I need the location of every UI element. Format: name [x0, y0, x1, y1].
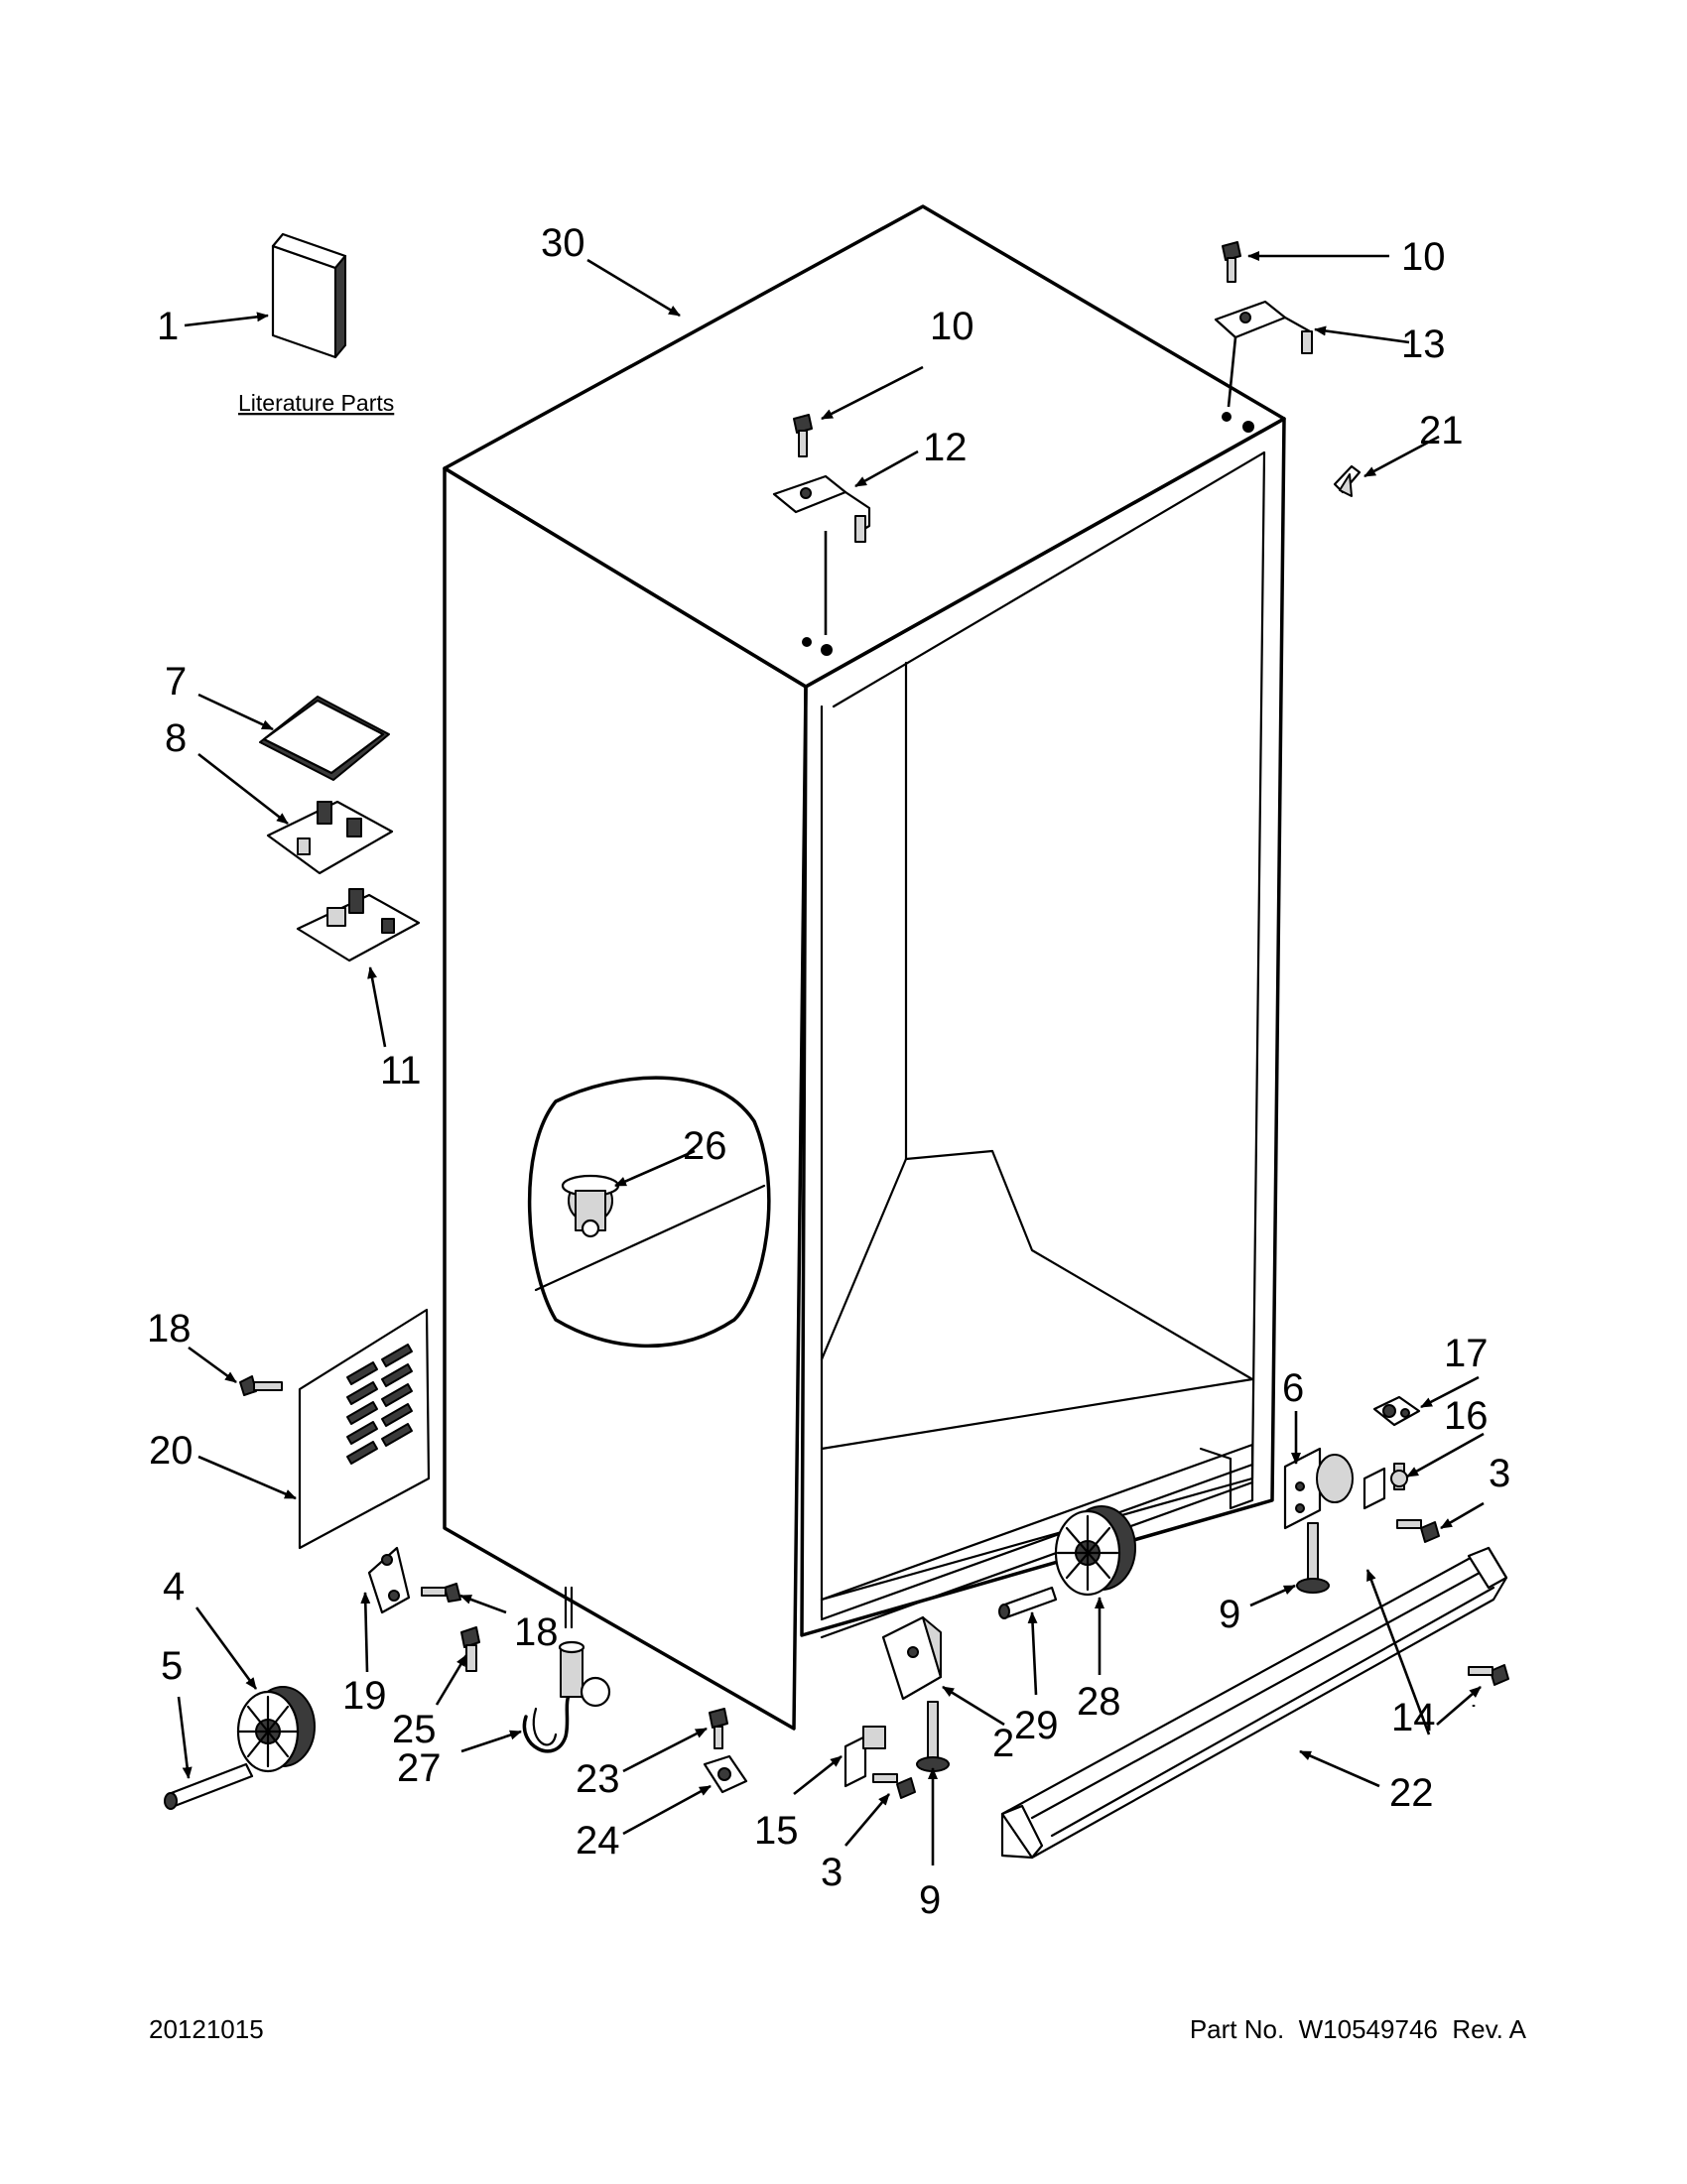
callout-12: 12 [923, 426, 968, 469]
part-number: W10549746 [1298, 2014, 1438, 2044]
callout-5: 5 [161, 1644, 183, 1688]
screw-10-left [793, 414, 813, 457]
callout-7: 7 [165, 660, 187, 704]
screw-18-lower [421, 1583, 461, 1603]
callout-4: 4 [163, 1565, 185, 1608]
leveling-leg-9-upper [1296, 1522, 1330, 1594]
callout-20: 20 [149, 1429, 194, 1473]
roller-wheel-28 [1054, 1505, 1136, 1597]
screw-10-right [1222, 241, 1241, 283]
bracket-6 [1283, 1447, 1354, 1530]
callout-9-upper: 9 [1219, 1593, 1240, 1636]
callout-28: 28 [1077, 1680, 1121, 1724]
bracket-15 [844, 1726, 886, 1788]
callout-27: 27 [397, 1746, 442, 1790]
part-label: Part No. [1189, 2014, 1285, 2044]
callout-8: 8 [165, 716, 187, 760]
leader-lines [177, 251, 1485, 1865]
leveling-leg-9-lower [916, 1701, 950, 1772]
screw-3-lower [872, 1773, 916, 1799]
roller-wheel-4 [236, 1686, 316, 1773]
callout-11: 11 [380, 1049, 422, 1092]
screw-14 [1468, 1664, 1509, 1686]
clip-21 [1333, 464, 1362, 497]
callout-18-lower: 18 [514, 1610, 559, 1654]
callout-23: 23 [576, 1757, 620, 1801]
cutaway-view [527, 1076, 771, 1349]
callout-22: 22 [1389, 1771, 1434, 1815]
callout-19: 19 [342, 1674, 387, 1718]
callout-26: 26 [683, 1124, 727, 1168]
callout-14: 14 [1391, 1696, 1436, 1739]
base-grille-22 [1000, 1546, 1508, 1860]
footer-part-info: Part No. W10549746 Rev. A [1190, 2014, 1526, 2045]
callout-16: 16 [1444, 1394, 1489, 1438]
callout-3-upper: 3 [1489, 1452, 1510, 1495]
hinge-pin-16 [1363, 1463, 1408, 1510]
revision-label: Rev. A [1452, 2014, 1526, 2044]
control-board-upper [266, 800, 394, 875]
footer-date-code: 20121015 [149, 2014, 264, 2044]
callout-30: 30 [541, 221, 585, 265]
screw-3-upper [1396, 1519, 1440, 1543]
callout-1: 1 [157, 305, 179, 348]
rear-access-grille [298, 1308, 431, 1550]
callout-29: 29 [1014, 1704, 1059, 1747]
callout-9-lower: 9 [919, 1878, 941, 1922]
literature-book [271, 232, 347, 359]
bracket-19 [367, 1546, 411, 1614]
callout-21: 21 [1419, 409, 1464, 452]
control-board-lower [296, 888, 421, 963]
callout-2: 2 [992, 1722, 1014, 1765]
callout-10-right: 10 [1401, 235, 1446, 279]
callout-6: 6 [1282, 1366, 1304, 1410]
callout-17: 17 [1444, 1332, 1489, 1375]
axle-pin-5 [164, 1762, 254, 1810]
callout-25: 25 [392, 1708, 437, 1751]
callout-3-lower: 3 [821, 1851, 843, 1894]
screw-25 [460, 1626, 480, 1672]
callout-10-left: 10 [930, 305, 974, 348]
screw-18-upper [239, 1375, 283, 1396]
screw-23 [709, 1708, 728, 1749]
drain-tube-27 [522, 1586, 611, 1753]
callout-13: 13 [1401, 322, 1446, 366]
hinge-top-right [1214, 300, 1313, 354]
callout-18-upper: 18 [147, 1307, 192, 1350]
callout-labels: 1 2 3 3 4 5 6 7 8 9 9 10 10 11 12 13 14 … [147, 221, 1510, 1922]
hinge-top-left [772, 474, 871, 543]
callout-24: 24 [576, 1819, 620, 1863]
bracket-2 [881, 1615, 943, 1701]
callout-15: 15 [754, 1809, 799, 1853]
pin-29 [998, 1586, 1058, 1619]
hinge-plate-17 [1372, 1395, 1421, 1427]
cabinet-body [443, 204, 1286, 1731]
literature-parts-label: Literature Parts [238, 390, 394, 416]
clip-24 [703, 1754, 748, 1794]
electronic-control-cover [259, 696, 390, 781]
